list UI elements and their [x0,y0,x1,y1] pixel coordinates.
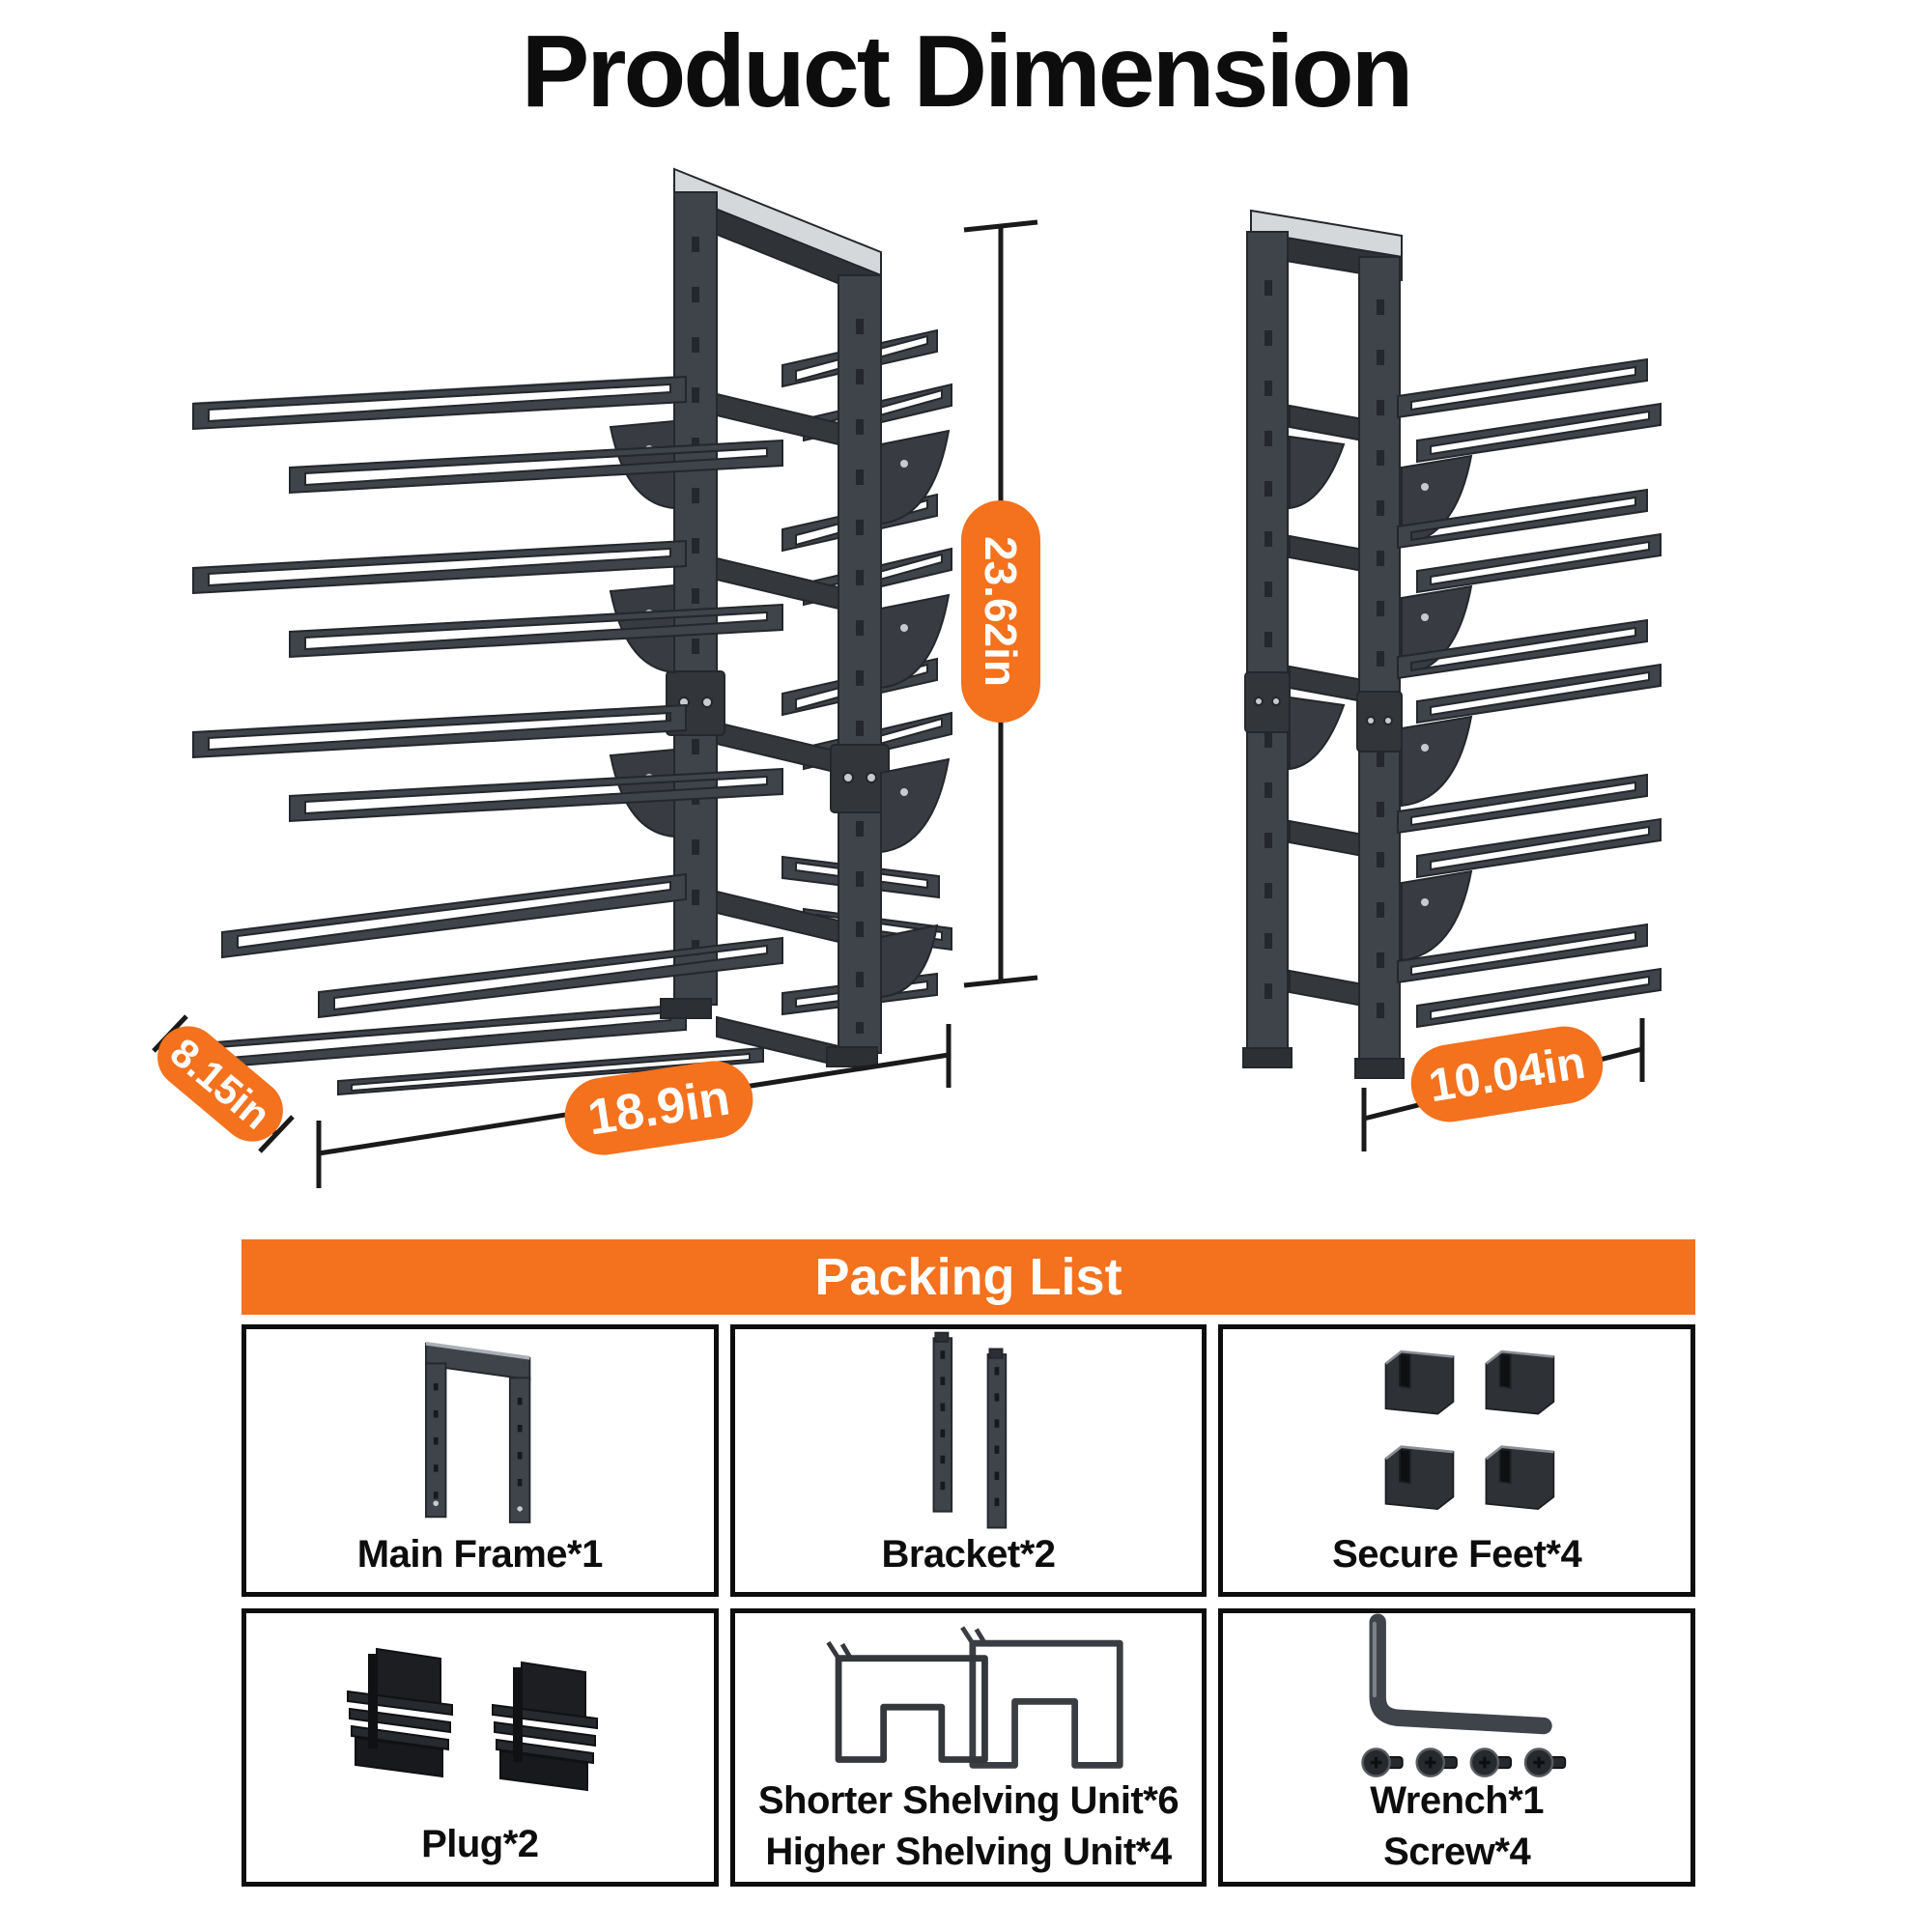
packing-item-label: Secure Feet*4 [1332,1533,1582,1577]
plug-icon [346,1647,598,1791]
packing-item-secure-feet: Secure Feet*4 [1218,1324,1695,1597]
packing-item-label2 [735,1584,1203,1592]
packing-item-shelving-units: Shorter Shelving Unit*6 Higher Shelving … [729,1608,1208,1887]
packing-item-label: Plug*2 [421,1823,539,1866]
packing-item-label: Wrench*1 [1370,1779,1545,1823]
packing-item-bracket: Bracket*2 [729,1324,1208,1597]
packing-item-label2 [1223,1584,1690,1592]
packing-list: Packing List [242,1239,1695,1887]
page-title: Product Dimension [521,14,1414,128]
packing-item-plug: Plug*2 [242,1608,719,1887]
packing-item-label: Bracket*2 [881,1533,1056,1577]
main-frame-icon [424,1342,531,1523]
packing-item-label: Shorter Shelving Unit*6 [757,1779,1179,1823]
single-sided-pot-rack-illustration [1242,209,1662,1079]
secure-feet-icon [1384,1350,1555,1511]
wrench-screw-icon [1361,1613,1567,1778]
packing-item-main-frame: Main Frame*1 [242,1324,719,1597]
packing-item-label2: Screw*4 [1383,1831,1531,1874]
packing-item-label: Main Frame*1 [356,1533,604,1577]
packing-list-grid: Main Frame*1 [242,1324,1695,1887]
packing-list-header: Packing List [242,1239,1695,1315]
packing-item-wrench-screw: Wrench*1 Screw*4 [1218,1608,1695,1887]
packing-item-label2 [246,1874,714,1882]
shelving-unit-icon [826,1626,1124,1769]
double-sided-pot-rack-illustration [192,167,952,1096]
height-dimension-badge: 23.62in [961,500,1040,723]
bracket-icon [933,1331,1008,1529]
packing-item-label2: Higher Shelving Unit*4 [765,1831,1172,1874]
packing-item-label2 [246,1584,714,1592]
